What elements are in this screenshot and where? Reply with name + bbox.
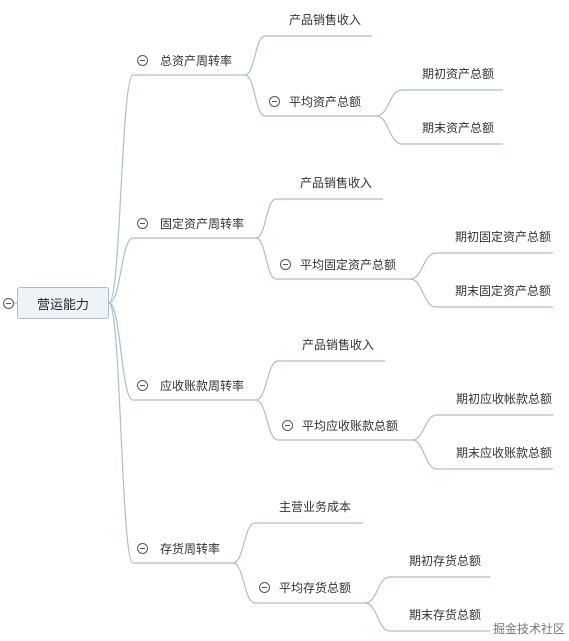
subnode-collapse-toggle[interactable] [282,420,293,431]
leaf-node-label: 产品销售收入 [302,338,375,352]
leaf-node-label: 期末存货总额 [409,608,482,622]
leaf-node-label: 期末应收账款总额 [456,446,553,460]
leaf-connector [409,252,437,280]
branch-connector [108,302,134,564]
root-node-label: 营运能力 [36,297,89,313]
branch-collapse-toggle[interactable] [137,380,148,391]
branch-node-label: 总资产周转率 [160,54,233,68]
branch-connector [108,302,134,401]
child-connector [232,522,256,564]
subnode-label: 平均固定资产总额 [300,258,397,272]
child-connector [244,35,266,76]
subnode-label: 平均应收账款总额 [302,419,399,433]
branch-node-label: 存货周转率 [160,542,221,556]
leaf-node-label: 产品销售收入 [300,176,373,190]
subnode-collapse-toggle[interactable] [259,582,270,593]
leaf-node-label: 期初存货总额 [409,554,482,568]
child-connector [255,399,279,441]
branch-collapse-toggle[interactable] [137,55,148,66]
leaf-connector [364,576,391,604]
subnode-collapse-toggle[interactable] [280,259,291,270]
child-connector [244,74,266,117]
leaf-connector [375,115,403,145]
leaf-connector [409,278,437,308]
branch-connector [108,237,134,304]
leaf-node-label: 期初固定资产总额 [455,230,552,244]
child-connector [255,198,277,239]
leaf-node-label: 期初应收帐款总额 [456,392,553,406]
branch-collapse-toggle[interactable] [137,218,148,229]
watermark-text: 掘金技术社区 [492,622,565,636]
leaf-node-label: 产品销售收入 [289,13,362,27]
child-connector [255,237,277,280]
branch-node-label: 固定资产周转率 [160,217,245,231]
branch-node-label: 应收账款周转率 [160,379,245,393]
leaf-connector [411,414,438,441]
leaf-node-label: 期初资产总额 [422,67,495,81]
child-connector [232,562,256,604]
leaf-node-label: 主营业务成本 [279,500,352,514]
branch-connector [108,74,134,304]
leaf-connector [411,439,438,470]
child-connector [255,360,279,401]
branch-collapse-toggle[interactable] [137,543,148,554]
subnode-label: 平均存货总额 [279,581,352,595]
leaf-connector [364,602,391,632]
leaf-connector [375,89,403,117]
root-collapse-toggle[interactable] [3,298,14,309]
leaf-node-label: 期末固定资产总额 [455,284,552,298]
subnode-collapse-toggle[interactable] [269,96,280,107]
root-node: 营运能力 [17,287,109,319]
subnode-label: 平均资产总额 [289,95,362,109]
leaf-node-label: 期末资产总额 [422,121,495,135]
